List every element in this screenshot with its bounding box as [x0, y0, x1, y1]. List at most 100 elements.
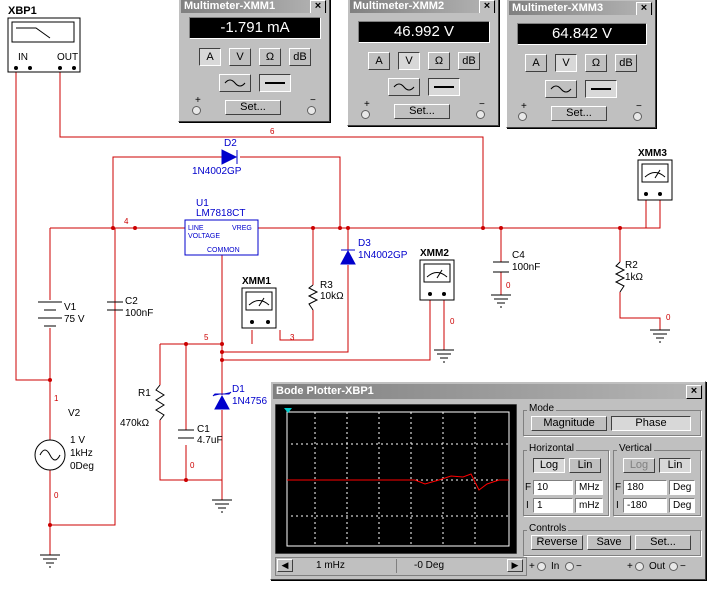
- cursor-right-button[interactable]: ▶: [507, 559, 523, 572]
- mode-db-button[interactable]: dB: [289, 48, 311, 66]
- save-button[interactable]: Save: [587, 535, 631, 550]
- cursor-left-button[interactable]: ◀: [277, 559, 293, 572]
- mode-ammeter-button[interactable]: A: [199, 48, 221, 66]
- minus-terminal-label: −: [636, 101, 642, 112]
- ac-button[interactable]: [388, 78, 420, 96]
- close-button[interactable]: ×: [686, 385, 702, 399]
- c4-capacitor-icon[interactable]: [493, 261, 509, 273]
- xmm3-instrument[interactable]: [637, 159, 673, 201]
- horizontal-lin-button[interactable]: Lin: [569, 458, 601, 473]
- xmm1-label: XMM1: [242, 276, 271, 287]
- mode-ohmmeter-button[interactable]: Ω: [428, 52, 450, 70]
- ac-button[interactable]: [545, 80, 577, 98]
- vertical-final-letter: F: [615, 482, 622, 493]
- r3-resistor-icon[interactable]: [307, 284, 319, 311]
- u1-line-label: LINE: [188, 225, 204, 232]
- c2-capacitor-icon[interactable]: [107, 301, 123, 311]
- multimeter-xmm1-window[interactable]: Multimeter-XMM1× -1.791 mA A V Ω dB + Se…: [178, 0, 330, 122]
- xmm2-instrument[interactable]: [419, 259, 455, 301]
- plus-terminal[interactable]: [192, 106, 201, 115]
- vertical-log-button[interactable]: Log: [623, 458, 655, 473]
- set-button[interactable]: Set...: [394, 104, 450, 119]
- set-button[interactable]: Set...: [635, 535, 691, 550]
- v1-battery-icon[interactable]: [38, 301, 62, 327]
- magnitude-button[interactable]: Magnitude: [531, 416, 607, 431]
- u1-voltage-label: VOLTAGE: [188, 233, 220, 240]
- mode-voltmeter-button[interactable]: V: [398, 52, 420, 70]
- mode-db-button[interactable]: dB: [458, 52, 480, 70]
- u1-ref: U1: [196, 198, 209, 209]
- set-button[interactable]: Set...: [551, 106, 607, 121]
- mode-group: [523, 410, 701, 436]
- d3-diode-icon[interactable]: [340, 249, 356, 265]
- plus-terminal-label: +: [195, 95, 201, 106]
- r3-ref: R3: [320, 280, 333, 291]
- mode-ohmmeter-button[interactable]: Ω: [585, 54, 607, 72]
- mode-voltmeter-button[interactable]: V: [555, 54, 577, 72]
- d3-part: 1N4002GP: [358, 250, 408, 261]
- dc-button[interactable]: [259, 74, 291, 92]
- in-plus-terminal[interactable]: [537, 562, 546, 571]
- v2-ac-source-icon[interactable]: [34, 439, 66, 471]
- reverse-button[interactable]: Reverse: [531, 535, 583, 550]
- plus-terminal-label: +: [521, 101, 527, 112]
- bode-screen[interactable]: [275, 404, 517, 554]
- ac-button[interactable]: [219, 74, 251, 92]
- c1-capacitor-icon[interactable]: [178, 429, 194, 439]
- vertical-final-input[interactable]: 180: [623, 480, 667, 495]
- dc-button[interactable]: [428, 78, 460, 96]
- vertical-label: Vertical: [617, 443, 654, 454]
- close-button[interactable]: ×: [636, 2, 652, 15]
- out-minus-terminal[interactable]: [669, 562, 678, 571]
- minus-terminal[interactable]: [633, 112, 642, 121]
- u1-regulator[interactable]: [184, 219, 259, 256]
- plus-terminal[interactable]: [361, 110, 370, 119]
- minus-terminal[interactable]: [307, 106, 316, 115]
- multimeter-xmm3-titlebar[interactable]: Multimeter-XMM3×: [509, 1, 653, 15]
- multimeter-xmm2-titlebar[interactable]: Multimeter-XMM2×: [350, 0, 496, 13]
- bode-plotter-window[interactable]: Bode Plotter-XBP1 × Mode Magnitude Phase…: [270, 381, 706, 580]
- bode-plotter-titlebar[interactable]: Bode Plotter-XBP1 ×: [273, 384, 703, 399]
- horizontal-initial-input[interactable]: 1: [533, 498, 573, 513]
- d3-ref: D3: [358, 238, 371, 249]
- vertical-group: [613, 450, 701, 516]
- r1-resistor-icon[interactable]: [155, 384, 165, 421]
- in-minus-terminal[interactable]: [565, 562, 574, 571]
- xbp1-instrument[interactable]: [7, 17, 81, 73]
- horizontal-log-button[interactable]: Log: [533, 458, 565, 473]
- horizontal-final-unit[interactable]: MHz: [575, 480, 603, 495]
- node-0-c1: 0: [190, 461, 195, 470]
- node-5: 5: [204, 333, 209, 342]
- close-button[interactable]: ×: [479, 0, 495, 13]
- multimeter-xmm2-window[interactable]: Multimeter-XMM2× 46.992 V A V Ω dB + Set…: [347, 0, 499, 126]
- xmm1-instrument[interactable]: [241, 287, 277, 329]
- multimeter-xmm1-titlebar[interactable]: Multimeter-XMM1×: [181, 0, 327, 13]
- d2-diode-icon[interactable]: [221, 149, 238, 165]
- minus-terminal[interactable]: [476, 110, 485, 119]
- wires: [15, 72, 661, 555]
- multimeter-xmm3-window[interactable]: Multimeter-XMM3× 64.842 V A V Ω dB + Set…: [506, 0, 656, 128]
- d1-zener-icon[interactable]: [212, 391, 232, 410]
- horizontal-initial-unit[interactable]: mHz: [575, 498, 603, 513]
- r2-resistor-icon[interactable]: [614, 261, 626, 293]
- c2-value: 100nF: [125, 308, 153, 319]
- cursor-marker-icon[interactable]: [284, 408, 292, 413]
- out-plus-terminal[interactable]: [635, 562, 644, 571]
- mode-db-button[interactable]: dB: [615, 54, 637, 72]
- mode-ohmmeter-button[interactable]: Ω: [259, 48, 281, 66]
- mode-ammeter-button[interactable]: A: [525, 54, 547, 72]
- set-button[interactable]: Set...: [225, 100, 281, 115]
- phase-button[interactable]: Phase: [611, 416, 691, 431]
- mode-ammeter-button[interactable]: A: [368, 52, 390, 70]
- vertical-lin-button[interactable]: Lin: [659, 458, 691, 473]
- c4-value: 100nF: [512, 262, 540, 273]
- close-button[interactable]: ×: [310, 0, 326, 13]
- vertical-initial-input[interactable]: -180: [623, 498, 667, 513]
- plus-terminal[interactable]: [518, 112, 527, 121]
- horizontal-final-input[interactable]: 10: [533, 480, 573, 495]
- vertical-initial-unit[interactable]: Deg: [669, 498, 695, 513]
- vertical-final-unit[interactable]: Deg: [669, 480, 695, 495]
- dc-button[interactable]: [585, 80, 617, 98]
- mode-voltmeter-button[interactable]: V: [229, 48, 251, 66]
